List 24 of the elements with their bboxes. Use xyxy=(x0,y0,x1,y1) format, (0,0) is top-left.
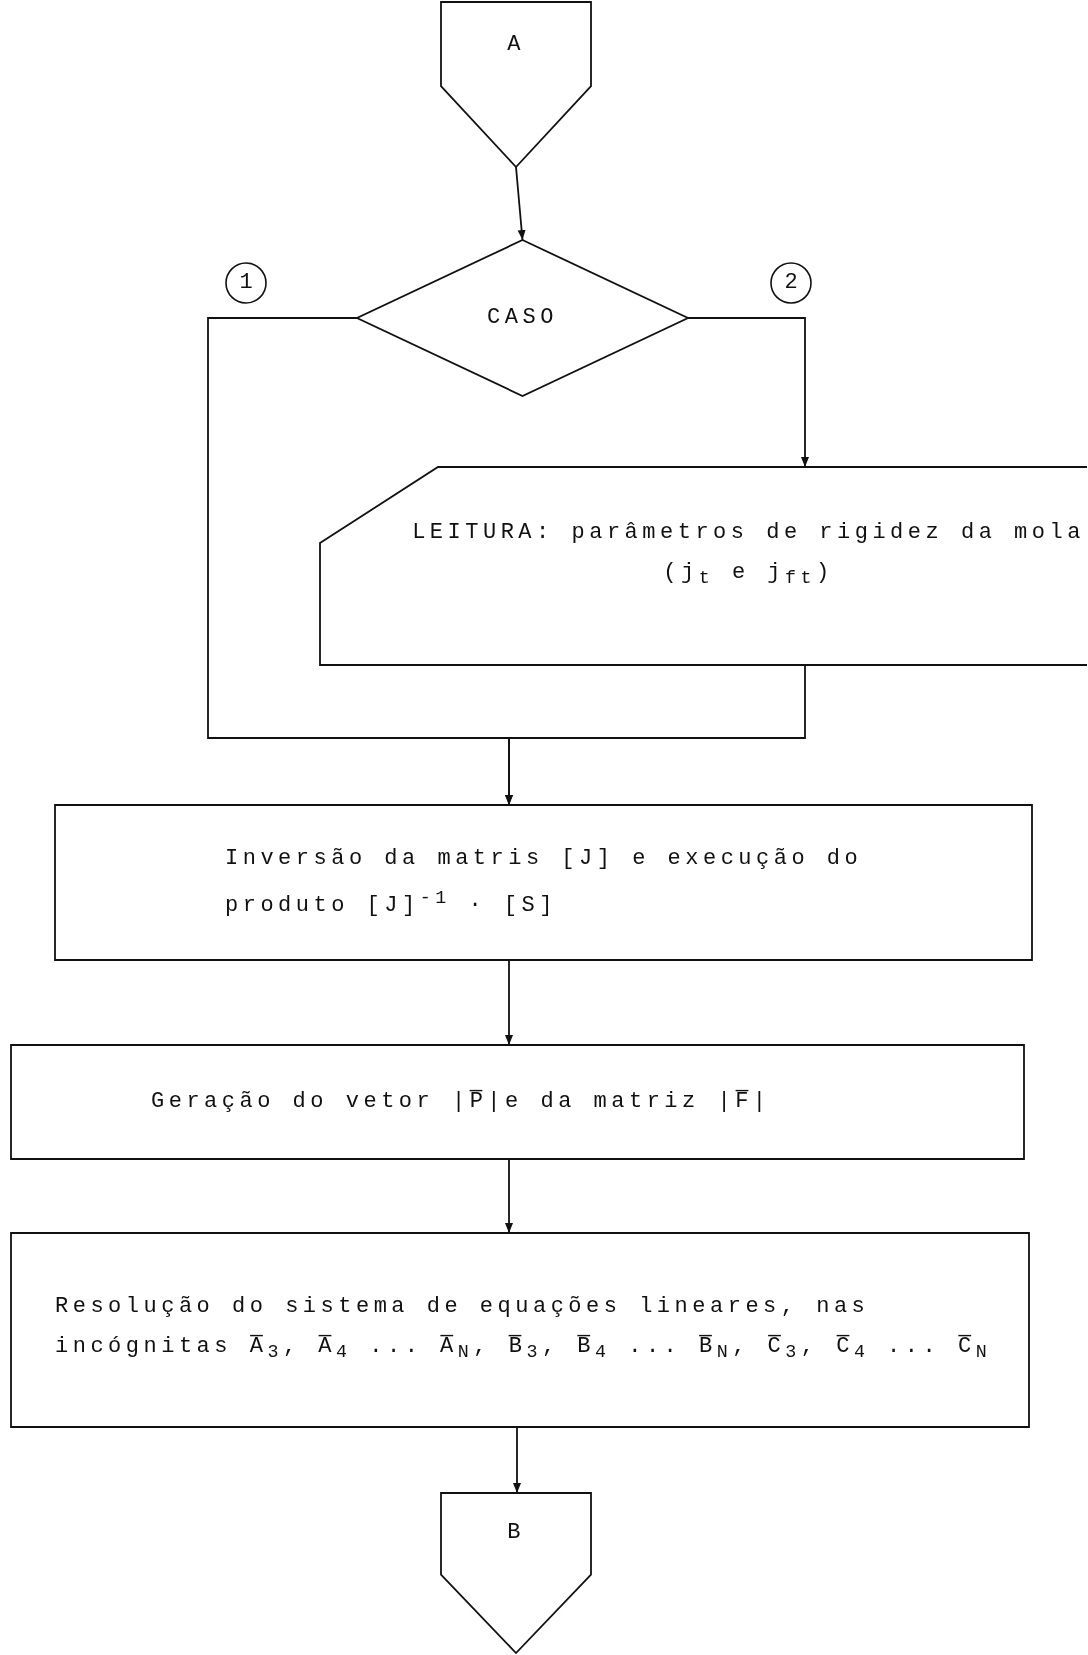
box-text: Inversão da matris [J] e execução do produto [J]$^{-1}$ · [S] xyxy=(225,844,864,921)
arrow xyxy=(687,317,809,468)
arrow xyxy=(505,664,806,806)
process-box xyxy=(11,1045,1024,1159)
box-text: CASO xyxy=(487,304,558,332)
box-text: A xyxy=(507,30,525,59)
box-text: Resolução do sistema de equações lineares, nas incógnitas A̅$_{3}$, A̅$_{4}$ ... A̅$_{N}$, B̅$_{3}$, B̅$_{4}$ ... B̅$_{N}$, C̅$_{3}$, C̅$_{4}$ ... C̅$_{N}$ xyxy=(55,1292,993,1366)
off-page-connector xyxy=(441,2,591,167)
connector-circle xyxy=(225,262,267,304)
process-box xyxy=(11,1233,1029,1427)
decision-diamond xyxy=(357,240,688,396)
off-page-connector xyxy=(441,1493,591,1653)
process-box xyxy=(55,805,1032,960)
box-text: Geração do vetor |P̅|e da matriz |F̅| xyxy=(151,1088,771,1116)
box-text: 1 xyxy=(239,273,253,293)
connector-circle xyxy=(770,262,812,304)
box-text: LEITURA: parâmetros de rigidez da mola (j$_{t}$ e j$_{ft}$) xyxy=(411,518,1086,592)
box-text: 2 xyxy=(784,273,798,293)
box-text: B xyxy=(507,1519,525,1547)
arrow xyxy=(515,166,526,241)
arrow xyxy=(505,1158,513,1234)
arrow xyxy=(513,1426,521,1494)
manual-input-shape xyxy=(320,467,1087,665)
arrow xyxy=(505,959,513,1046)
